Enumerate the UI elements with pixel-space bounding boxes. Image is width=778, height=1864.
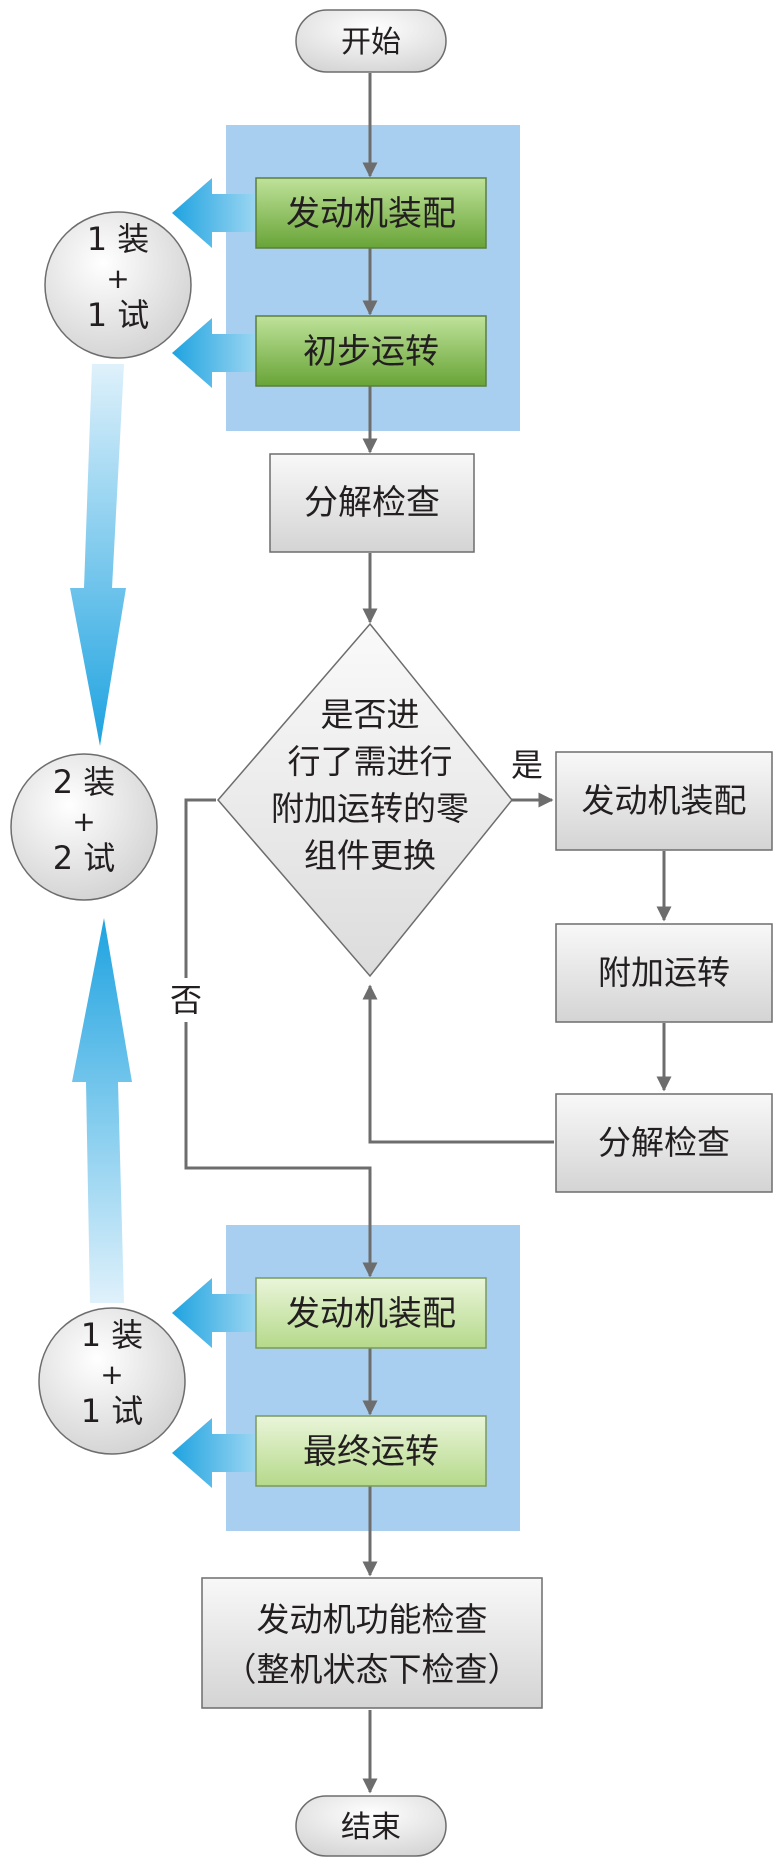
extra-inspect-box: [555, 1093, 773, 1193]
final-run-label: 最终运转: [303, 1432, 439, 1472]
start-label: 开始: [341, 25, 401, 60]
assembly1-label: 发动机装配: [286, 194, 456, 234]
blue-left-arrow-assembly2: [172, 1278, 258, 1348]
end-label: 结束: [341, 1810, 401, 1845]
circle-bottom-line-2: +: [100, 1358, 123, 1391]
final-run-box: [255, 1415, 487, 1487]
circle-bottom-line-3: 1 试: [81, 1392, 144, 1430]
decision-line-4: 组件更换: [304, 836, 436, 875]
blue-up-arrow: [72, 918, 132, 1303]
initial-run-label: 初步运转: [303, 332, 439, 372]
edge-extra-inspect-loop: [362, 984, 554, 1144]
blue-left-arrow-assembly1: [172, 178, 258, 248]
end-terminal: [295, 1795, 447, 1857]
decision-line-3: 附加运转的零: [271, 789, 469, 828]
connectors: [184, 73, 672, 1794]
function-check-box: [201, 1577, 543, 1709]
circle-top-line-2: +: [106, 262, 129, 295]
extra-run-label: 附加运转: [598, 953, 730, 992]
assembly1-box: [255, 177, 487, 249]
extra-inspect-label: 分解检查: [598, 1123, 730, 1162]
function-check-line-1: 发动机功能检查: [257, 1600, 488, 1639]
circle-middle: [10, 753, 158, 901]
circle-bottom-line-1: 1 装: [81, 1316, 144, 1354]
circle-middle-line-1: 2 装: [53, 763, 116, 801]
inspect1-box: [269, 453, 475, 553]
circle-bottom: [38, 1307, 186, 1455]
no-label-bg: [166, 978, 206, 1022]
assembly2-label: 发动机装配: [286, 1294, 456, 1334]
extra-assembly-label: 发动机装配: [582, 781, 747, 820]
decision-diamond: [217, 622, 513, 978]
assembly2-box: [255, 1277, 487, 1349]
yes-label: 是: [511, 746, 543, 784]
extra-assembly-box: [555, 751, 773, 851]
initial-run-box: [255, 315, 487, 387]
circle-middle-line-3: 2 试: [53, 839, 116, 877]
start-terminal: [295, 9, 447, 73]
blue-left-arrow-initial-run: [172, 318, 258, 388]
blue-left-arrow-final-run: [172, 1418, 258, 1488]
circle-top: [44, 211, 192, 359]
edge-decision-no: [184, 798, 378, 1278]
blue-down-arrow: [70, 364, 126, 746]
decision-line-1: 是否进: [321, 695, 420, 734]
extra-run-box: [555, 923, 773, 1023]
decision-line-2: 行了需进行: [288, 742, 453, 781]
function-check-line-2: （整机状态下检查）: [224, 1650, 521, 1689]
circle-middle-line-2: +: [72, 805, 95, 838]
inspect1-label: 分解检查: [304, 483, 440, 523]
circle-top-line-1: 1 装: [87, 220, 150, 258]
circle-top-line-3: 1 试: [87, 296, 150, 334]
no-label: 否: [170, 981, 202, 1019]
